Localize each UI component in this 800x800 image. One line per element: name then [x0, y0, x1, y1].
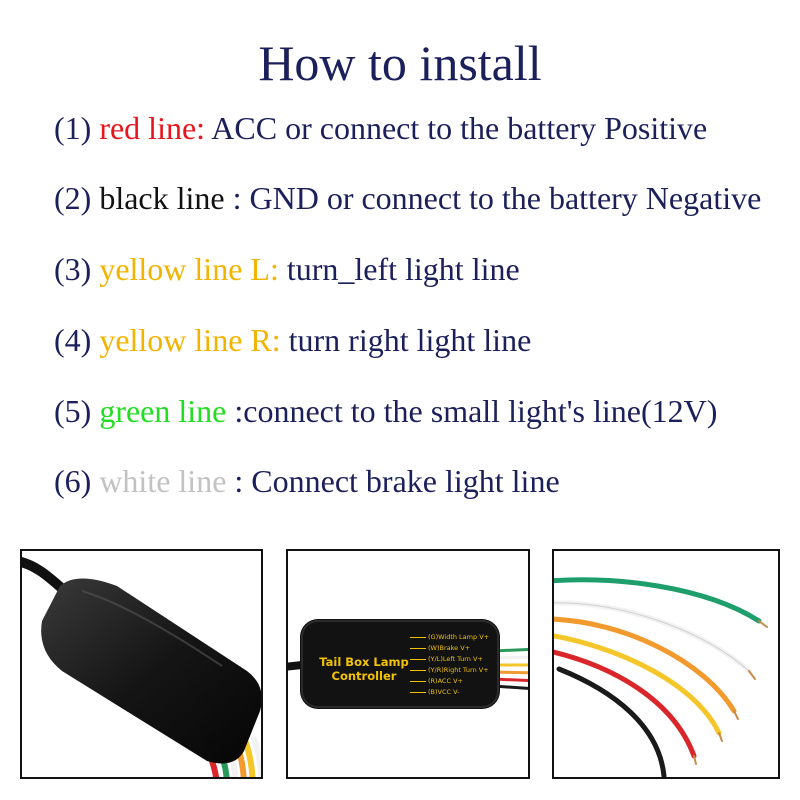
wire-ends-illustration: [554, 577, 768, 777]
wire-color-name: black line: [99, 180, 225, 216]
photo-wire-ends: [552, 549, 780, 779]
label-tick: [410, 692, 426, 693]
controller-title-line-2: Controller: [331, 669, 397, 683]
copper-tips: [693, 620, 768, 765]
wire-red: [554, 649, 697, 759]
wire-yellow: [554, 633, 722, 736]
photo-controller-label: Tail Box Lamp Controller (G)Width Lamp V…: [286, 549, 530, 779]
label-tick: [410, 659, 426, 660]
line-number: (3): [54, 251, 92, 287]
page-title: How to install: [258, 35, 542, 91]
controller-wire-label: (Y/R)Right Turn V+: [428, 666, 489, 674]
wire-description: turn_left light line: [278, 251, 520, 287]
wire-color-name: green line: [99, 393, 227, 429]
controller-wire-label: (B)VCC V-: [428, 688, 460, 696]
wire-white-edge: [554, 602, 750, 672]
controller-title-line-1: Tail Box Lamp: [319, 655, 409, 669]
photo-controller-closeup: [20, 549, 263, 779]
wire-description: : GND or connect to the battery Negative: [224, 180, 762, 216]
line-number: (4): [54, 322, 92, 358]
instruction-line-4: (4) yellow line R: turn right light line: [54, 320, 531, 360]
wire-color-name: white line: [99, 463, 227, 499]
line-number: (5): [54, 393, 92, 429]
wire-orange: [554, 616, 737, 714]
wire-description: :connect to the small light's line(12V): [226, 393, 718, 429]
label-tick: [410, 637, 426, 638]
instruction-line-3: (3) yellow line L: turn_left light line: [54, 249, 520, 289]
wire-green: [554, 577, 762, 624]
instruction-line-6: (6) white line : Connect brake light lin…: [54, 461, 560, 501]
controller-wire-label: (R)ACC V+: [428, 677, 463, 685]
controller-body-illustration: [288, 619, 528, 709]
wire-description: turn right light line: [280, 322, 532, 358]
label-tick: [410, 648, 426, 649]
controller-wire-label: (G)Width Lamp V+: [428, 633, 490, 641]
line-number: (2): [54, 180, 92, 216]
wire-black: [556, 666, 667, 777]
wire-color-name: yellow line L:: [99, 251, 279, 287]
controller-closeup-illustration: [22, 557, 261, 777]
wire-color-name: yellow line R:: [99, 322, 281, 358]
wire-description: : Connect brake light line: [226, 463, 560, 499]
line-number: (1): [54, 110, 92, 146]
instruction-line-5: (5) green line :connect to the small lig…: [54, 391, 717, 431]
instruction-line-2: (2) black line : GND or connect to the b…: [54, 178, 761, 218]
controller-wire-label: (Y/L)Left Turn V+: [428, 655, 483, 663]
line-number: (6): [54, 463, 92, 499]
label-tick: [410, 681, 426, 682]
wire-description: ACC or connect to the battery Positive: [205, 110, 708, 146]
wire-color-name: red line:: [99, 110, 206, 146]
label-tick: [410, 670, 426, 671]
controller-wire-label: (W)Brake V+: [428, 644, 471, 652]
instruction-line-1: (1) red line: ACC or connect to the batt…: [54, 108, 707, 148]
